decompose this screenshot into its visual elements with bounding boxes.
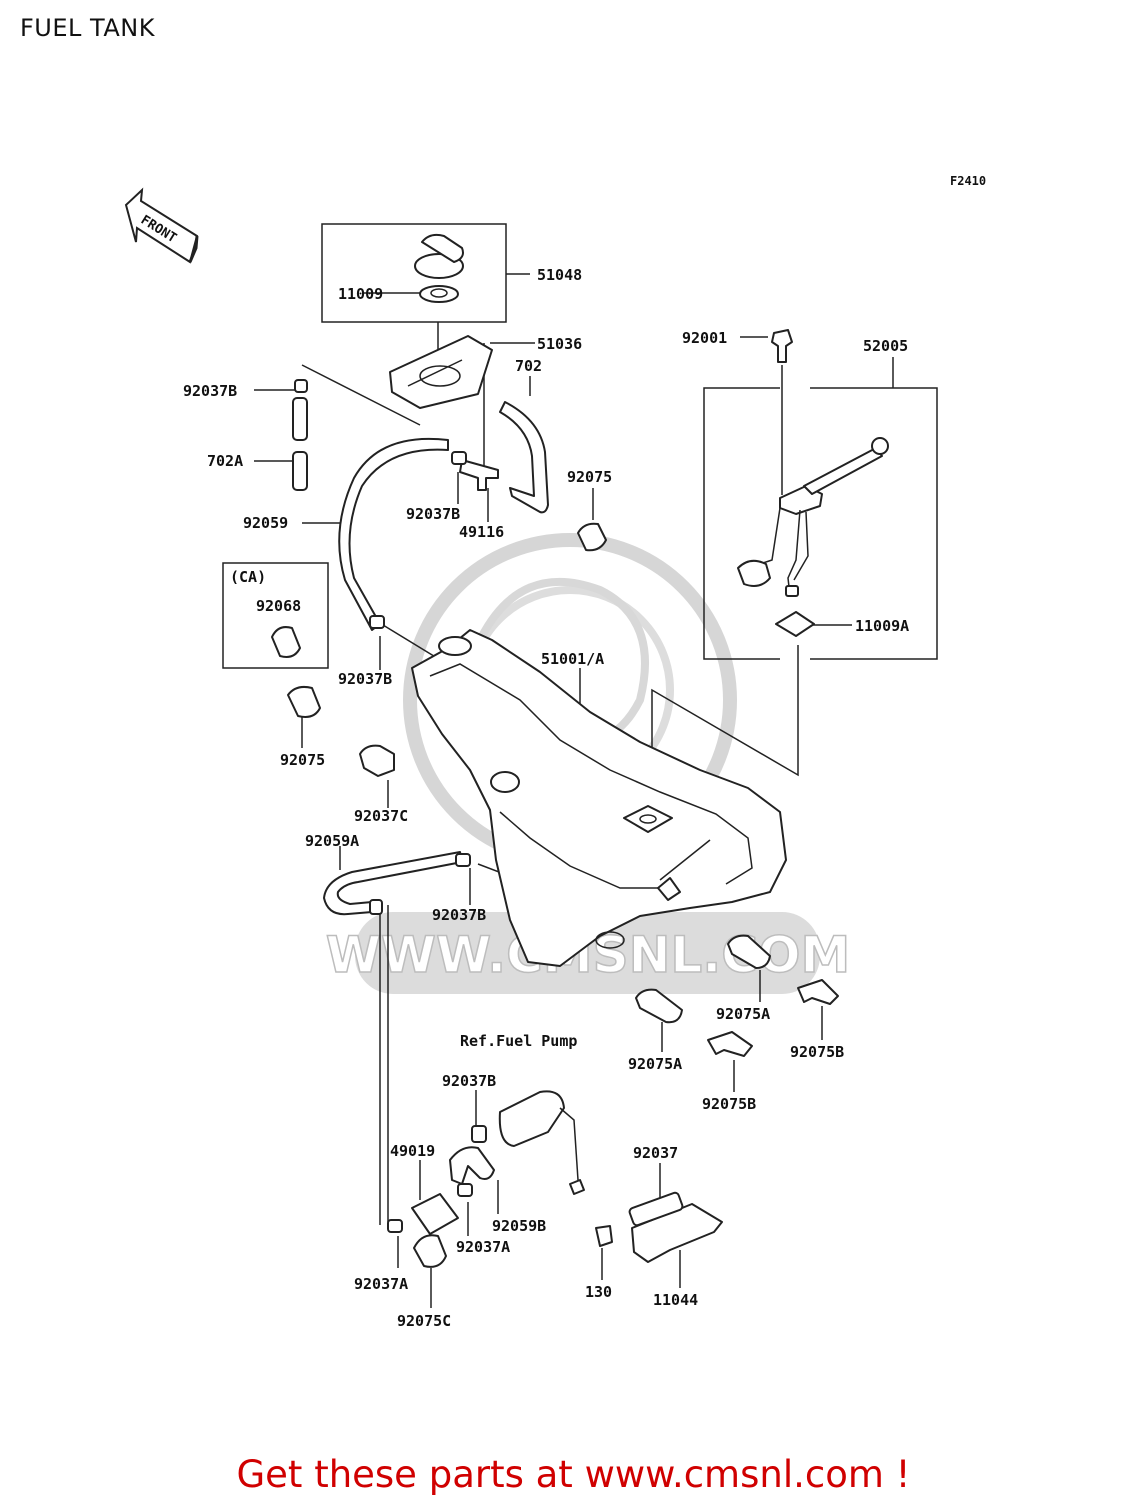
- part-label: 92075C: [397, 1312, 451, 1330]
- clamp: [369, 615, 385, 629]
- part-label: 92059A: [305, 832, 359, 850]
- hose-702: [499, 401, 549, 514]
- part-label: 92037: [633, 1144, 678, 1162]
- fuel-cap: [414, 233, 464, 303]
- grommet-92075a-2: [635, 988, 683, 1024]
- grommet-92075b-2: [707, 1031, 753, 1057]
- exploded-parts-diagram: WWW.CMSNL.COM F2410 FRONT: [124, 174, 986, 1330]
- part-label: 92037B: [406, 505, 460, 523]
- fuel-filter: [387, 1146, 495, 1235]
- fuel-pump: [471, 1090, 585, 1195]
- parts: [271, 233, 889, 1268]
- part-label: 92068: [256, 597, 301, 615]
- part-label: 92037B: [183, 382, 237, 400]
- part-label: 92037A: [456, 1238, 510, 1256]
- part-label: 92059: [243, 514, 288, 532]
- part-label: 92075A: [716, 1005, 770, 1023]
- clamp: [451, 451, 467, 465]
- part-label: 11009A: [855, 617, 909, 635]
- part-label: 92075B: [702, 1095, 756, 1113]
- region-note: (CA): [230, 568, 266, 586]
- part-label: 11044: [653, 1291, 698, 1309]
- gasket-11009a: [775, 611, 815, 637]
- part-label: 92037A: [354, 1275, 408, 1293]
- part-92068: [271, 626, 301, 658]
- part-label: 51001/A: [541, 650, 604, 668]
- footer-banner[interactable]: Get these parts at www.cmsnl.com !: [236, 1453, 911, 1496]
- part-label: 702A: [207, 452, 243, 470]
- part-label: 92059B: [492, 1217, 546, 1235]
- part-label: 702: [515, 357, 542, 375]
- part-label: 92075B: [790, 1043, 844, 1061]
- part-label: 51048: [537, 266, 582, 284]
- front-arrow-icon: [124, 187, 199, 264]
- spacer-92075: [577, 522, 607, 552]
- fuel-tank: [411, 629, 787, 967]
- part-label: 92001: [682, 329, 727, 347]
- clamp: [369, 899, 383, 915]
- part-label: 92037C: [354, 807, 408, 825]
- part-label: 11009: [338, 285, 383, 303]
- spacer-92075-left: [287, 685, 321, 718]
- part-label: 49116: [459, 523, 504, 541]
- part-labels: 51048 11009 51036 702 92037B 702A 92037B…: [183, 266, 909, 1330]
- part-label: 92075: [280, 751, 325, 769]
- part-label: 92037B: [442, 1072, 496, 1090]
- part-label: 92037B: [432, 906, 486, 924]
- hose-702a: [292, 379, 308, 491]
- part-label: 49019: [390, 1142, 435, 1160]
- part-label: 92075A: [628, 1055, 682, 1073]
- grommet-92075a: [727, 934, 771, 969]
- t-joint: [459, 459, 499, 491]
- figure-code: F2410: [950, 174, 986, 188]
- spacer-92075c: [413, 1234, 447, 1268]
- fuel-pump-note: Ref.Fuel Pump: [460, 1032, 577, 1050]
- part-label: 130: [585, 1283, 612, 1301]
- bolt-92001: [771, 329, 793, 363]
- part-label: 51036: [537, 335, 582, 353]
- watermark-banner: [355, 912, 820, 994]
- part-label: 92037B: [338, 670, 392, 688]
- hose-92059: [338, 437, 449, 631]
- clamp: [455, 853, 471, 867]
- filler-neck: [389, 335, 493, 409]
- ca-region-box: [222, 562, 329, 669]
- hose-92059a: [323, 851, 463, 916]
- grommet-92075b: [797, 979, 839, 1005]
- part-label: 52005: [863, 337, 908, 355]
- clip-92037c: [359, 744, 395, 777]
- fuel-gauge: [737, 437, 889, 597]
- page-title: FUEL TANK: [20, 14, 155, 42]
- cap-assembly-box: [321, 223, 507, 323]
- bracket-11044: [595, 1191, 723, 1263]
- front-arrow-shadow: [188, 235, 199, 263]
- part-label: 92075: [567, 468, 612, 486]
- front-arrow: FRONT: [124, 187, 199, 264]
